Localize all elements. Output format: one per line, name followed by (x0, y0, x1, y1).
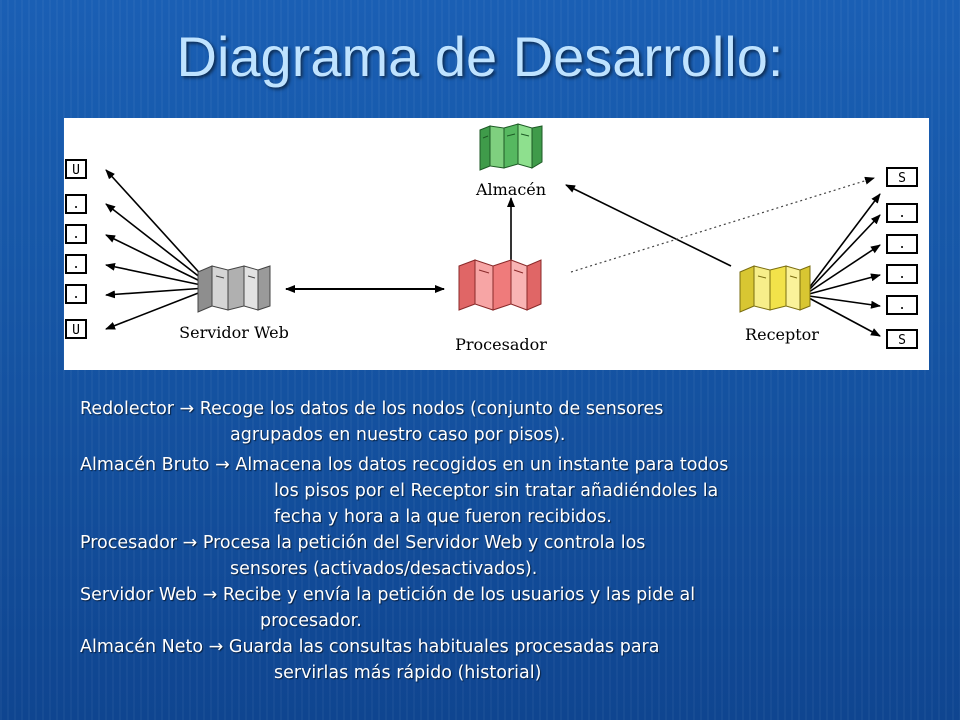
description-term: Redolector (80, 399, 174, 419)
slide-title: Diagrama de Desarrollo: (176, 25, 784, 88)
description-item: Servidor Web → Recibe y envía la petició… (80, 582, 900, 634)
descriptions: Redolector → Recoge los datos de los nod… (80, 396, 900, 686)
servidor-node: Servidor Web (179, 265, 289, 342)
description-continuation: agrupados en nuestro caso por pisos). (230, 425, 566, 445)
procesador-node: Procesador (455, 259, 547, 354)
description-item: Redolector → Recoge los datos de los nod… (80, 396, 900, 448)
almacen-node: Almacén (475, 123, 546, 199)
user-boxes: U . . . . U (65, 159, 87, 339)
sensor-box-label: . (898, 206, 906, 221)
server-stack-icon (739, 265, 811, 313)
user-box: . (65, 284, 87, 304)
sensor-box-label: S (898, 333, 906, 348)
description-text: Guarda las consultas habituales procesad… (228, 637, 660, 657)
description-item: Almacén Neto → Guarda las consultas habi… (80, 634, 900, 686)
sensor-box-label: . (898, 298, 906, 313)
receptor-label: Receptor (745, 325, 819, 344)
sensor-box-label: . (898, 267, 906, 282)
user-box-label: . (72, 197, 80, 212)
description-text: Procesa la petición del Servidor Web y c… (202, 533, 646, 553)
description-continuation: procesador. (260, 611, 362, 631)
server-stack-icon (197, 265, 271, 313)
sensor-box: . (886, 295, 918, 315)
description-term: Procesador (80, 533, 178, 553)
deployment-diagram: U . . . . U S . . . . S (64, 118, 929, 370)
diagram-canvas: U . . . . U S . . . . S (65, 123, 918, 354)
right-arrow-icon: → (182, 533, 198, 553)
right-arrow-icon: → (215, 455, 230, 475)
description-item: Procesador → Procesa la petición del Ser… (80, 530, 900, 582)
user-box-label: . (72, 287, 80, 302)
user-box: . (65, 194, 87, 214)
receptor-storage-link (565, 184, 732, 267)
right-arrow-icon: → (202, 585, 218, 605)
description-text: Recoge los datos de los nodos (conjunto … (199, 399, 664, 419)
right-arrow-icon: → (179, 399, 195, 419)
procesador-label: Procesador (455, 335, 547, 354)
description-continuation: servirlas más rápido (historial) (274, 663, 542, 683)
description-continuation: sensores (activados/desactivados). (230, 559, 538, 579)
server-stack-icon (479, 123, 543, 171)
description-term: Servidor Web (80, 585, 198, 605)
sensor-box: S (886, 329, 918, 349)
user-box-label: . (72, 227, 80, 242)
receptor-node: Receptor (739, 265, 819, 344)
server-user-arrows (105, 169, 207, 330)
user-box-label: . (72, 257, 80, 272)
servidor-label: Servidor Web (179, 323, 289, 342)
receptor-sensor-arrows (808, 193, 881, 337)
description-text: Recibe y envía la petición de los usuari… (222, 585, 696, 605)
description-continuation: los pisos por el Receptor sin tratar aña… (274, 481, 719, 501)
sensor-box: S (886, 167, 918, 187)
processor-sensor-link (570, 176, 875, 273)
description-item: Almacén Bruto → Almacena los datos recog… (80, 452, 900, 530)
server-stack-icon (458, 259, 542, 311)
user-box: . (65, 224, 87, 244)
almacen-label: Almacén (475, 180, 546, 199)
user-box: U (65, 159, 87, 179)
description-text: Almacena los datos recogidos en un insta… (235, 455, 729, 475)
user-box-label: U (72, 323, 80, 338)
description-continuation: fecha y hora a la que fueron recibidos. (274, 507, 612, 527)
user-box: . (65, 254, 87, 274)
right-arrow-icon: → (208, 637, 224, 657)
user-box-label: U (72, 163, 80, 178)
sensor-box: . (886, 203, 918, 223)
sensor-box: . (886, 234, 918, 254)
user-box: U (65, 319, 87, 339)
sensor-box-label: S (898, 171, 906, 186)
description-term: Almacén Neto (80, 637, 204, 657)
sensor-boxes: S . . . . S (886, 167, 918, 349)
sensor-box: . (886, 264, 918, 284)
sensor-box-label: . (898, 237, 906, 252)
description-term: Almacén Bruto (80, 455, 210, 475)
